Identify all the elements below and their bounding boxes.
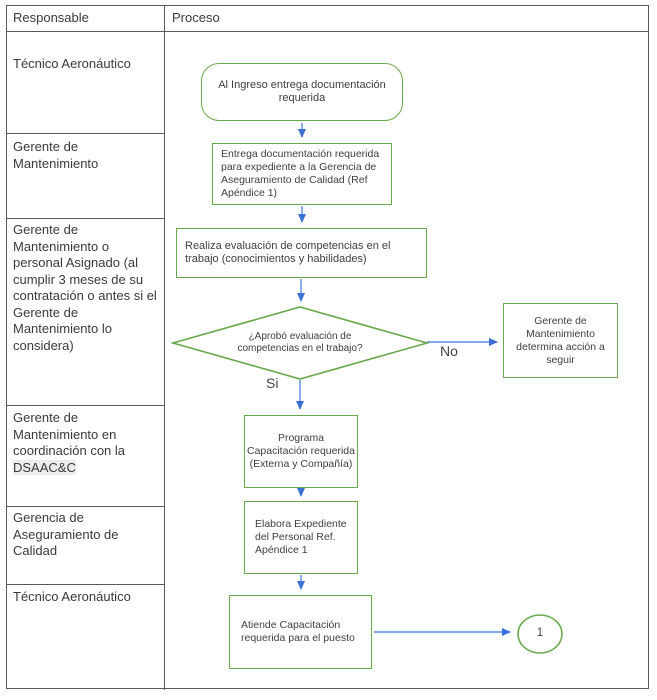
row-divider-4 — [6, 506, 164, 507]
row-divider-1 — [6, 133, 164, 134]
process-determina-accion: Gerente de Mantenimiento determina acció… — [503, 303, 618, 378]
row-label-tecnico-aeronautico-1: Técnico Aeronáutico — [13, 56, 131, 71]
start-terminator: Al Ingreso entrega documentación requeri… — [201, 63, 403, 121]
row-label-gerente-mantenimiento: Gerente de Mantenimiento — [13, 139, 99, 171]
dsaacc-highlighted-text: DSAAC&C — [13, 459, 76, 475]
edge-label-no: No — [440, 343, 458, 359]
column-header-proceso: Proceso — [172, 10, 220, 25]
row-label-gerencia-aseguramiento-calidad: Gerencia de Aseguramiento de Calidad — [13, 510, 119, 558]
row-divider-3 — [6, 405, 164, 406]
edge-label-si: Si — [266, 375, 279, 391]
row-divider-2 — [6, 218, 164, 219]
connector-1-label: 1 — [536, 627, 544, 639]
process-entrega-documentacion: Entrega documentación requerida para exp… — [212, 143, 392, 205]
table-header-divider — [6, 31, 649, 32]
process-programa-capacitacion: Programa Capacitación requerida (Externa… — [244, 415, 358, 488]
table-outer-border — [6, 5, 649, 689]
row-label-tecnico-aeronautico-2: Técnico Aeronáutico — [13, 589, 131, 604]
process-elabora-expediente: Elabora Expediente del Personal Ref. Apé… — [244, 501, 358, 574]
row-divider-5 — [6, 584, 164, 585]
row-label-text: Gerente de Mantenimiento en coordinación… — [13, 410, 126, 458]
row-label-gerente-o-personal-asignado: Gerente de Mantenimiento o personal Asig… — [13, 222, 157, 353]
process-realiza-evaluacion: Realiza evaluación de competencias en el… — [176, 228, 427, 278]
column-header-responsable: Responsable — [13, 10, 89, 25]
table-column-divider — [164, 5, 165, 690]
row-label-gerente-coordinacion-dsaacc: Gerente de Mantenimiento en coordinación… — [13, 410, 159, 476]
decision-aprobo-evaluacion-label: ¿Aprobó evaluación de competencias en el… — [237, 331, 363, 354]
process-atiende-capacitacion: Atiende Capacitación requerida para el p… — [229, 595, 372, 669]
